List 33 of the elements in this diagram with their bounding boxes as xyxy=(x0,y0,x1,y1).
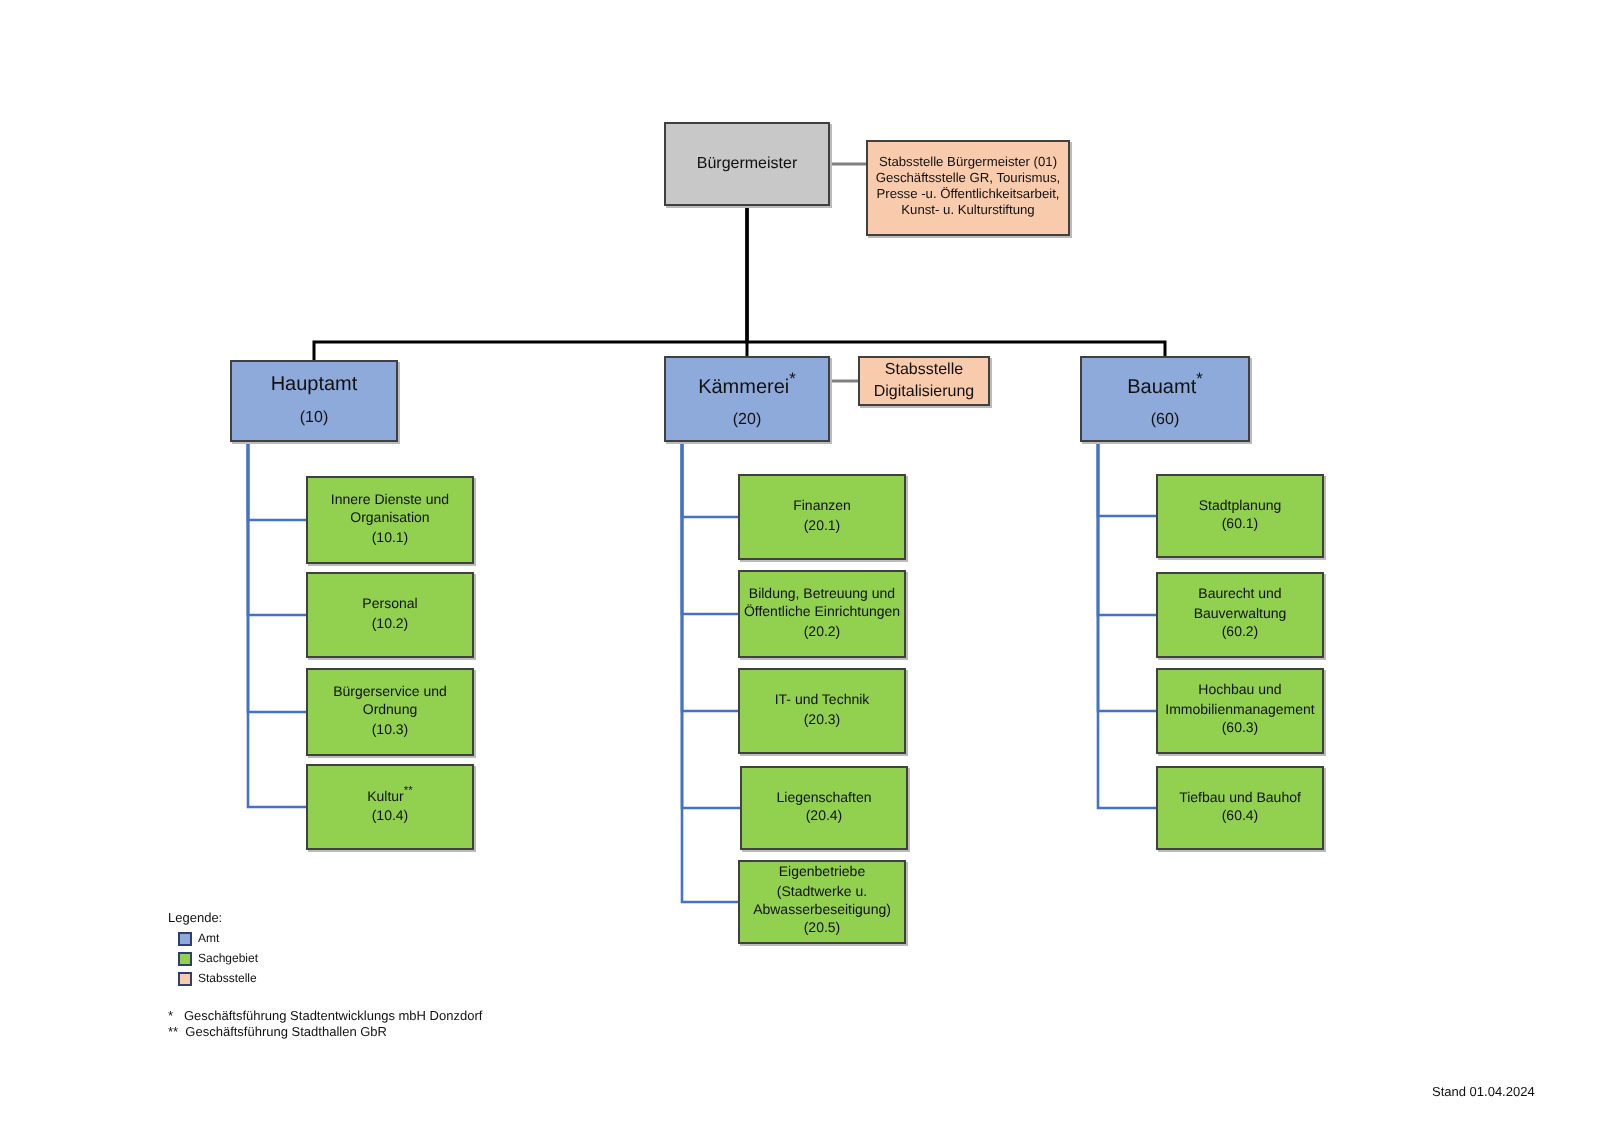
department-box xyxy=(230,360,398,442)
unit-box xyxy=(306,476,474,564)
unit-name: Bürgermeister xyxy=(696,153,798,175)
unit-box xyxy=(1156,668,1324,754)
unit-name: Stabsstelle Digitalisierung xyxy=(871,359,977,403)
unit-name: Hauptamt xyxy=(270,372,358,400)
connector-line xyxy=(1096,442,1156,810)
unit-box xyxy=(738,570,906,658)
unit-number: (60) xyxy=(1150,409,1180,431)
unit-box xyxy=(306,572,474,658)
connector-line xyxy=(830,162,866,166)
unit-box xyxy=(738,474,906,560)
unit-box xyxy=(1156,474,1324,558)
connector-line xyxy=(745,206,1167,356)
unit-name: Bauamt$^{*}$ xyxy=(1127,367,1203,402)
unit-box xyxy=(306,668,474,756)
unit-number: (10) xyxy=(299,407,329,430)
connector-line xyxy=(680,442,738,904)
unit-number: (20) xyxy=(732,409,762,431)
connector-line xyxy=(246,442,306,809)
unit-box xyxy=(738,668,906,754)
head-box xyxy=(664,122,830,206)
unit-box xyxy=(306,764,474,850)
unit-box xyxy=(738,860,906,944)
unit-name: Kämmerei$^{*}$ xyxy=(698,367,796,402)
unit-box xyxy=(1156,766,1324,850)
unit-box xyxy=(740,766,908,850)
unit-box xyxy=(1156,572,1324,658)
staff-box xyxy=(866,140,1070,236)
department-box xyxy=(664,356,830,442)
staff-box xyxy=(858,356,990,406)
connector-line xyxy=(830,379,858,383)
department-box xyxy=(1080,356,1250,442)
